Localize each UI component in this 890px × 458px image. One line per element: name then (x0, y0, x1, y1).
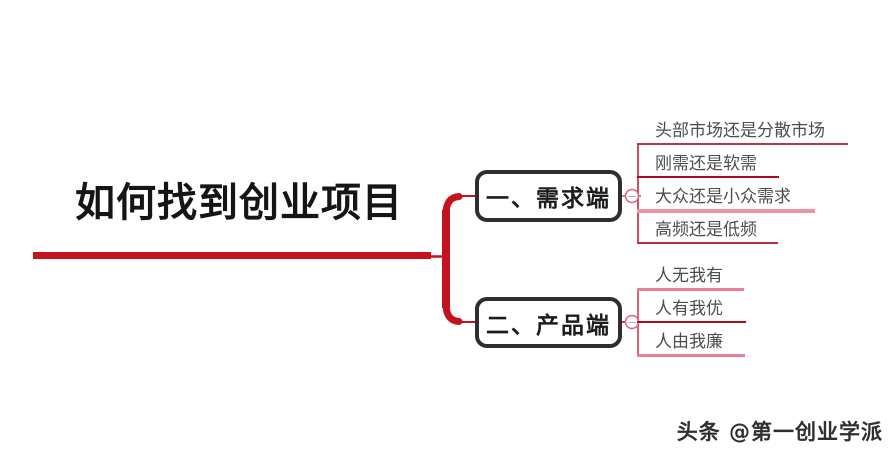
child-topic-label: 人无我有 (655, 266, 723, 286)
root-topic[interactable]: 如何找到创业项目 (75, 181, 403, 225)
watermark: 头条 @第一创业学派 (677, 416, 883, 446)
child-topic-demand-1[interactable]: 头部市场还是分散市场 (637, 119, 848, 145)
child-topic-demand-2[interactable]: 刚需还是软需 (637, 152, 779, 178)
minus-icon: − (627, 190, 636, 203)
child-topic-product-1[interactable]: 人无我有 (637, 264, 744, 291)
child-topic-label: 人由我廉 (655, 332, 723, 352)
child-topic-product-2[interactable]: 人有我优 (637, 297, 746, 323)
branch-node-product-label: 二、产品端 (486, 311, 611, 339)
child-topic-label: 刚需还是软需 (655, 154, 757, 174)
minus-icon: − (627, 316, 636, 329)
child-topic-product-3[interactable]: 人由我廉 (637, 330, 745, 357)
branch-bracket-top-curve (442, 193, 463, 218)
child-topic-label: 人有我优 (655, 299, 723, 319)
branch-node-demand[interactable]: 一、需求端 (475, 170, 622, 222)
branch-node-demand-label: 一、需求端 (486, 185, 611, 212)
watermark-label: 头条 @第一创业学派 (676, 420, 883, 444)
child-topic-label: 大众还是小众需求 (655, 187, 791, 207)
child-topic-label: 高频还是低频 (655, 220, 757, 240)
root-topic-label: 如何找到创业项目 (75, 179, 403, 226)
branch-bracket-bottom-curve (442, 300, 463, 325)
child-topic-label: 头部市场还是分散市场 (655, 121, 825, 141)
root-topic-underline (33, 252, 431, 259)
child-topic-demand-3[interactable]: 大众还是小众需求 (637, 185, 815, 213)
child-topic-demand-4[interactable]: 高频还是低频 (637, 218, 778, 244)
branch-node-product[interactable]: 二、产品端 (475, 297, 622, 348)
collapse-button-demand[interactable]: − (624, 188, 640, 204)
